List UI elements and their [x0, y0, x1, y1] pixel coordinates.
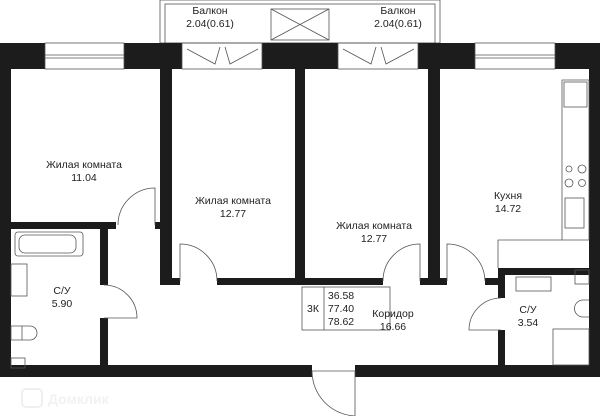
bathroom-1-area: 5.90 [52, 298, 73, 310]
domclick-watermark: Домклик [21, 388, 110, 408]
total-with-balcony-value: 78.62 [328, 316, 354, 328]
fixtures [10, 79, 590, 369]
living-room-1-name: Жилая комната [46, 159, 122, 171]
kitchen-area: 14.72 [495, 203, 521, 215]
living-room-2-name: Жилая комната [195, 195, 271, 207]
shower [552, 328, 590, 366]
living-room-3-area: 12.77 [361, 233, 387, 245]
living-room-2-area: 12.77 [220, 208, 246, 220]
doors [103, 187, 502, 416]
bathroom-2-area: 3.54 [518, 317, 539, 329]
bathroom-2-name: С/У [519, 304, 537, 316]
balcony-2-area: 2.04(0.61) [374, 18, 422, 30]
corridor-area: 16.66 [380, 321, 406, 333]
walls [0, 43, 600, 377]
bathtub [14, 231, 84, 257]
corridor-name: Коридор [372, 308, 414, 320]
toilet [10, 325, 38, 341]
apartment-type: 3К [307, 303, 320, 315]
toilet-2 [574, 299, 589, 318]
living-room-1-area: 11.04 [71, 172, 97, 184]
fridge [563, 81, 588, 108]
balcony-2-name: Балкон [380, 5, 415, 17]
balcony-glass-panel [270, 8, 330, 41]
living-area-value: 36.58 [328, 290, 354, 302]
kitchen-name: Кухня [494, 190, 522, 202]
balcony-1-name: Балкон [192, 5, 227, 17]
sink-2 [515, 276, 552, 292]
total-area-value: 77.40 [328, 303, 354, 315]
windows [44, 42, 556, 70]
sink [10, 263, 28, 297]
kitchen-sink [564, 197, 585, 229]
kitchen-counter [561, 79, 590, 241]
watermark-text: Домклик [48, 391, 110, 407]
room-labels: Балкон 2.04(0.61) Балкон 2.04(0.61) Жила… [46, 5, 538, 333]
bathroom-1-name: С/У [53, 285, 71, 297]
summary-box: 3К 36.58 77.40 78.62 [301, 286, 391, 331]
balcony-1-area: 2.04(0.61) [186, 18, 234, 30]
living-room-3-name: Жилая комната [336, 220, 412, 232]
